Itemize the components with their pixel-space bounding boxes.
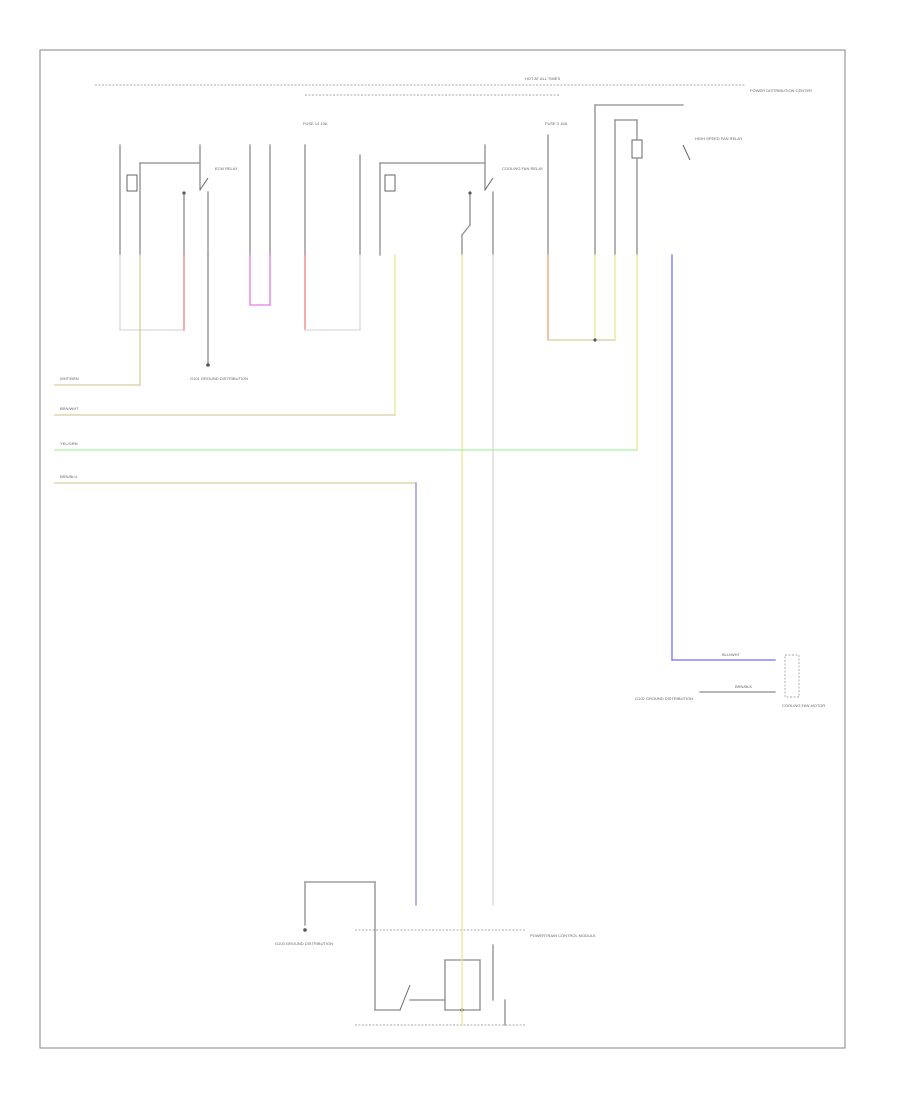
ground-left-label: G101 GROUND DISTRIBUTION	[190, 376, 248, 381]
fan-motor-connector: BLU/WHT BRN/BLK G102 GROUND DISTRIBUTION…	[635, 652, 825, 708]
fuse-b-label: FUSE 3 15A	[545, 121, 568, 126]
relay-group-mid-left	[249, 144, 361, 331]
bottom-module: G103 GROUND DISTRIBUTION POWERTRAIN CONT…	[275, 881, 596, 1026]
left-wires: WHT/BRN BRN/WHT YEL/GRN BRN/BLU	[54, 254, 638, 906]
diagram-frame	[39, 49, 846, 1049]
hot-bus-label: HOT AT ALL TIMES	[525, 76, 560, 81]
wire-left-2-label: BRN/WHT	[60, 406, 79, 411]
wire-right-brn-label: BRN/BLK	[735, 684, 752, 689]
ground-bottom-label: G103 GROUND DISTRIBUTION	[275, 941, 333, 946]
wire-left-3-label: YEL/GRN	[60, 441, 78, 446]
relay-group-mid: COOLING FAN RELAY	[379, 144, 544, 906]
relay-ecm-label: ECM RELAY	[215, 166, 238, 171]
fan-motor-label: COOLING FAN MOTOR	[782, 703, 825, 708]
relay-fan-hi-label: HIGH SPEED FAN RELAY	[695, 136, 743, 141]
fuse-a-label: FUSE 14 10A	[303, 121, 328, 126]
module-bottom-label: POWERTRAIN CONTROL MODULE	[530, 933, 596, 938]
wire-right-blue-label: BLU/WHT	[722, 652, 741, 657]
relay-group-left: ECM RELAY G101 GROUND DISTRIBUTION	[119, 144, 248, 381]
power-dist-label: POWER DISTRIBUTION CENTER	[750, 88, 812, 93]
wire-left-1-label: WHT/BRN	[60, 376, 79, 381]
ground-right-label: G102 GROUND DISTRIBUTION	[635, 696, 693, 701]
relay-fan-label: COOLING FAN RELAY	[502, 166, 544, 171]
wire-left-4-label: BRN/BLU	[60, 474, 77, 479]
relay-group-right: HIGH SPEED FAN RELAY	[547, 104, 776, 661]
